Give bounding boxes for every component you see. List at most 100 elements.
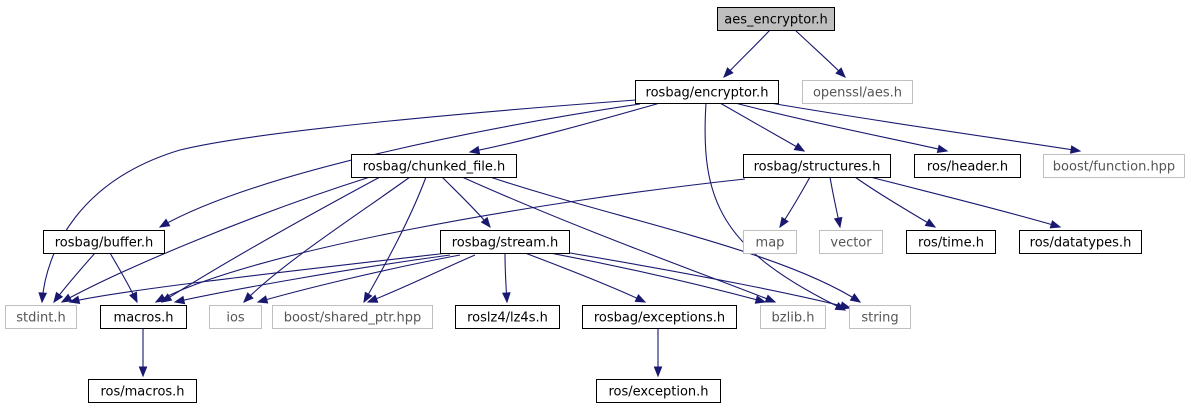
edge-line: [61, 176, 371, 303]
node-ros-header[interactable]: ros/header.h: [914, 154, 1021, 178]
node-box: [717, 7, 835, 31]
arrowhead: [468, 145, 481, 155]
node-label: rosbag/structures.h: [754, 160, 881, 175]
node-roslz4[interactable]: roslz4/lz4s.h: [455, 305, 560, 329]
edge-chunked_file-to-stream: [441, 176, 491, 229]
edge-line: [549, 252, 766, 303]
node-box: [906, 230, 996, 254]
node-box: [272, 305, 433, 329]
arrowhead: [60, 293, 73, 303]
node-label: ios: [226, 311, 245, 326]
node-label: boost/shared_ptr.hpp: [284, 311, 422, 326]
edge-buffer-to-stdint: [53, 252, 96, 304]
arrowhead: [480, 216, 491, 229]
node-buffer[interactable]: rosbag/buffer.h: [43, 230, 165, 254]
arrowhead: [154, 293, 167, 303]
arrowhead: [835, 67, 846, 78]
arrowhead: [833, 216, 843, 229]
edge-stream-to-string: [569, 252, 852, 310]
edge-line: [704, 102, 846, 311]
nodes-layer: aes_encryptor.h rosbag/encryptor.h openssl…: [5, 7, 1185, 403]
node-box: [43, 230, 165, 254]
edge-line: [524, 252, 646, 303]
node-boost-function: boost/function.hpp: [1043, 154, 1185, 178]
node-label: rosbag/exceptions.h: [594, 311, 725, 326]
node-label: rosbag/chunked_file.h: [363, 160, 506, 175]
edge-buffer-to-macros: [109, 252, 138, 304]
node-box: [596, 379, 721, 403]
node-structures[interactable]: rosbag/structures.h: [743, 154, 891, 178]
node-vector: vector: [819, 230, 883, 254]
edge-line: [794, 29, 846, 78]
edge-line: [569, 252, 851, 309]
edge-structures-to-macros: [154, 178, 746, 303]
edge-line: [769, 102, 1081, 152]
node-label: rosbag/buffer.h: [55, 236, 154, 251]
edge-line: [441, 176, 491, 228]
node-box: [440, 230, 570, 254]
node-box: [1043, 154, 1185, 178]
arrowhead: [138, 366, 148, 378]
node-label: map: [756, 236, 785, 251]
edge-line: [243, 176, 411, 303]
node-box: [802, 80, 913, 104]
edge-encryptor-to-structures: [719, 102, 806, 152]
node-encryptor[interactable]: rosbag/encryptor.h: [635, 80, 779, 104]
node-box: [582, 305, 737, 329]
edge-stream-to-bzlib: [549, 252, 767, 304]
node-label: stdint.h: [16, 311, 65, 326]
edge-line: [53, 252, 96, 303]
node-box: [819, 230, 883, 254]
node-chunked-file[interactable]: rosbag/chunked_file.h: [351, 154, 517, 178]
node-stream[interactable]: rosbag/stream.h: [440, 230, 570, 254]
node-string: string: [849, 305, 911, 329]
edge-encryptor-to-buffer: [158, 103, 641, 228]
edge-line: [69, 252, 449, 303]
node-openssl-aes: openssl/aes.h: [802, 80, 913, 104]
edge-structures-to-ros_time: [854, 176, 937, 228]
edge-line: [489, 176, 861, 303]
node-label: ros/time.h: [918, 236, 984, 251]
edge-line: [734, 102, 948, 152]
node-box: [351, 154, 517, 178]
edge-encryptor-to-ros_header: [734, 102, 949, 154]
node-map: map: [743, 230, 797, 254]
arrowhead: [243, 292, 254, 303]
node-macros[interactable]: macros.h: [100, 305, 187, 329]
node-box: [88, 379, 197, 403]
arrowhead: [634, 293, 647, 303]
arrowhead: [53, 291, 64, 304]
node-box: [455, 305, 560, 329]
edge-line: [363, 176, 427, 303]
edge-structures-to-ros_datatypes: [869, 176, 1062, 229]
node-box: [635, 80, 779, 104]
edge-chunked_file-to-stdint: [60, 176, 371, 303]
arrowhead: [754, 295, 767, 304]
edge-line: [461, 176, 776, 303]
node-label: aes_encryptor.h: [724, 13, 828, 28]
node-label: vector: [830, 236, 872, 251]
node-label: ros/header.h: [927, 160, 1008, 175]
edge-stream-to-exceptions: [524, 252, 647, 303]
edge-chunked_file-to-shared_ptr: [363, 176, 427, 304]
node-label: boost/function.hpp: [1053, 160, 1175, 175]
node-aes-encryptor[interactable]: aes_encryptor.h: [717, 7, 835, 31]
arrowhead: [849, 293, 862, 303]
arrowhead: [68, 295, 81, 305]
node-box: [100, 305, 187, 329]
node-label: openssl/aes.h: [813, 86, 902, 101]
node-shared-ptr: boost/shared_ptr.hpp: [272, 305, 433, 329]
edge-aes_encryptor-to-openssl_aes: [794, 29, 846, 78]
edge-line: [159, 103, 641, 228]
node-ros-macros[interactable]: ros/macros.h: [88, 379, 197, 403]
node-exceptions[interactable]: rosbag/exceptions.h: [582, 305, 737, 329]
node-label: rosbag/stream.h: [452, 236, 559, 251]
node-ios: ios: [209, 305, 262, 329]
node-ros-datatypes[interactable]: ros/datatypes.h: [1019, 230, 1142, 254]
arrowhead: [38, 292, 48, 304]
node-ros-time[interactable]: ros/time.h: [906, 230, 996, 254]
arrowhead: [764, 294, 777, 303]
edge-stream-to-roslz4: [502, 252, 511, 304]
node-ros-exception[interactable]: ros/exception.h: [596, 379, 721, 403]
edge-line: [723, 29, 771, 78]
